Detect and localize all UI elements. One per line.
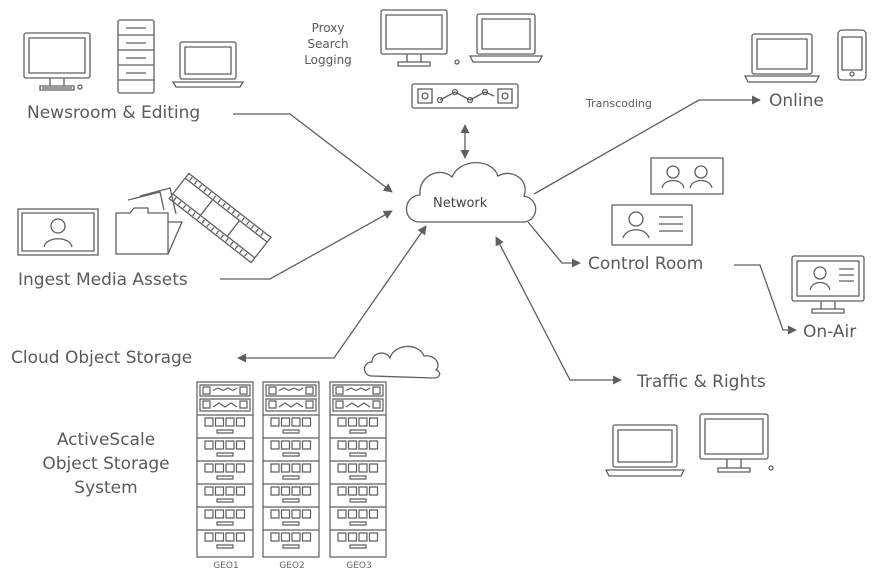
label-transcoding: Transcoding bbox=[586, 97, 652, 110]
folder-icon bbox=[116, 188, 182, 254]
storage-rack-3 bbox=[330, 382, 386, 557]
laptop-icon bbox=[173, 42, 243, 87]
connector-cloud-storage bbox=[237, 225, 426, 363]
label-control-room: Control Room bbox=[588, 254, 704, 274]
online-laptop-icon bbox=[745, 34, 819, 82]
activescale-line-2: Object Storage bbox=[42, 454, 170, 474]
proxy-appliance-icon bbox=[412, 84, 518, 108]
proxy-line-3: Logging bbox=[304, 53, 352, 67]
proxy-monitor-icon bbox=[381, 10, 459, 66]
traffic-laptop-icon bbox=[606, 425, 684, 476]
storage-cloud-icon bbox=[365, 346, 440, 378]
proxy-line-1: Proxy bbox=[311, 21, 345, 35]
label-geo1: GEO1 bbox=[213, 561, 239, 571]
label-geo2: GEO2 bbox=[279, 561, 305, 571]
phone-icon bbox=[838, 30, 866, 80]
film-strip-icon bbox=[169, 173, 271, 262]
label-geo3: GEO3 bbox=[346, 561, 372, 571]
proxy-laptop-icon bbox=[470, 14, 542, 62]
profile-card-icon bbox=[612, 205, 692, 245]
connector-online bbox=[534, 95, 761, 194]
label-on-air: On-Air bbox=[803, 322, 857, 342]
monitor-icon bbox=[24, 33, 90, 90]
storage-rack-1 bbox=[197, 382, 253, 557]
label-ingest: Ingest Media Assets bbox=[18, 270, 188, 290]
server-tower-icon bbox=[118, 20, 154, 93]
label-cloud-storage: Cloud Object Storage bbox=[11, 348, 193, 368]
label-proxy: Proxy Search Logging bbox=[298, 20, 358, 68]
label-activescale: ActiveScale Object Storage System bbox=[26, 428, 186, 500]
connector-ingest bbox=[220, 211, 393, 279]
label-traffic: Traffic & Rights bbox=[637, 372, 766, 392]
connector-traffic bbox=[496, 236, 622, 385]
storage-rack-2 bbox=[263, 382, 319, 557]
connector-on-air bbox=[734, 265, 797, 335]
proxy-line-2: Search bbox=[307, 37, 349, 51]
activescale-line-1: ActiveScale bbox=[56, 430, 156, 450]
traffic-monitor-icon bbox=[700, 414, 773, 472]
video-frame-icon bbox=[18, 209, 98, 255]
on-air-monitor-icon bbox=[792, 256, 864, 313]
network-cloud-icon bbox=[407, 163, 536, 222]
storage-racks bbox=[197, 382, 386, 557]
people-card-icon bbox=[651, 158, 723, 194]
label-online: Online bbox=[769, 91, 824, 111]
label-newsroom: Newsroom & Editing bbox=[27, 103, 201, 123]
connector-control-room bbox=[528, 222, 581, 268]
connector-newsroom bbox=[233, 114, 393, 193]
activescale-line-3: System bbox=[74, 478, 138, 498]
label-network: Network bbox=[433, 196, 488, 211]
